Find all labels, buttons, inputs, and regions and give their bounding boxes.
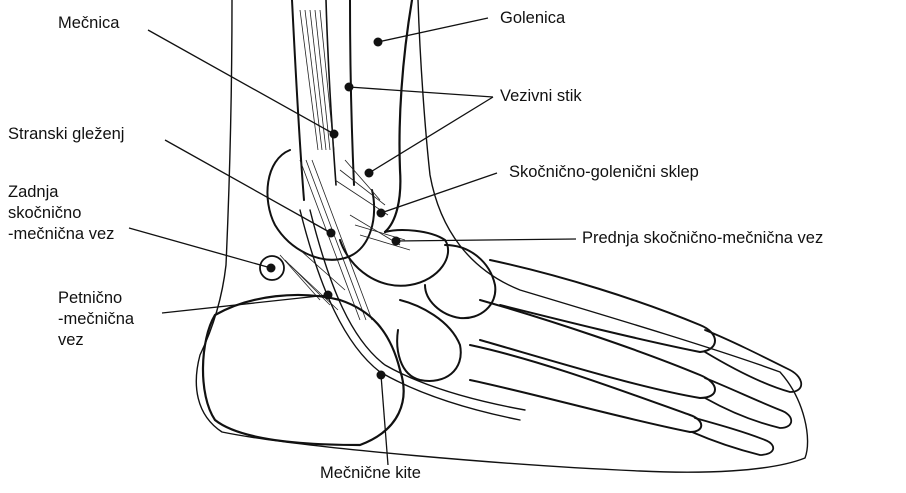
label-petnicno-vez: Petnično -mečnična vez xyxy=(58,288,134,351)
ligament-hatch xyxy=(280,160,410,310)
toe-2 xyxy=(705,378,791,428)
calcaneus xyxy=(203,295,404,445)
label-vezivni-stik: Vezivni stik xyxy=(500,86,582,107)
lateral-malleolus xyxy=(267,150,374,260)
tibia-back xyxy=(350,0,354,185)
label-petnicno-vez-line-3: vez xyxy=(58,330,134,351)
navicular xyxy=(425,245,495,318)
tibia-front xyxy=(385,0,412,232)
cuboid xyxy=(397,300,461,381)
label-prednja-vez: Prednja skočnično-mečnična vez xyxy=(582,228,823,249)
fibula-front xyxy=(326,0,336,185)
label-zadnja-vez-line-2: skočnično xyxy=(8,203,114,224)
peroneal-tendon xyxy=(300,210,520,420)
label-skocnicno-golenicni-sklep: Skočnično-golenični sklep xyxy=(509,162,699,183)
label-mecnicne-kite: Mečnične kite xyxy=(320,463,421,484)
label-mecnica: Mečnica xyxy=(58,13,119,34)
toe-1 xyxy=(705,330,801,392)
label-zadnja-vez-line-3: -mečnična vez xyxy=(8,224,114,245)
label-zadnja-vez: Zadnja skočnično -mečnična vez xyxy=(8,182,114,245)
label-golenica: Golenica xyxy=(500,8,565,29)
tendon-hatch xyxy=(300,10,372,320)
label-petnicno-vez-line-1: Petnično xyxy=(58,288,134,309)
label-zadnja-vez-line-1: Zadnja xyxy=(8,182,114,203)
metatarsal-3 xyxy=(470,345,701,432)
label-stranski-glezenj: Stranski gleženj xyxy=(8,124,124,145)
label-petnicno-vez-line-2: -mečnična xyxy=(58,309,134,330)
metatarsal-2 xyxy=(480,300,715,398)
